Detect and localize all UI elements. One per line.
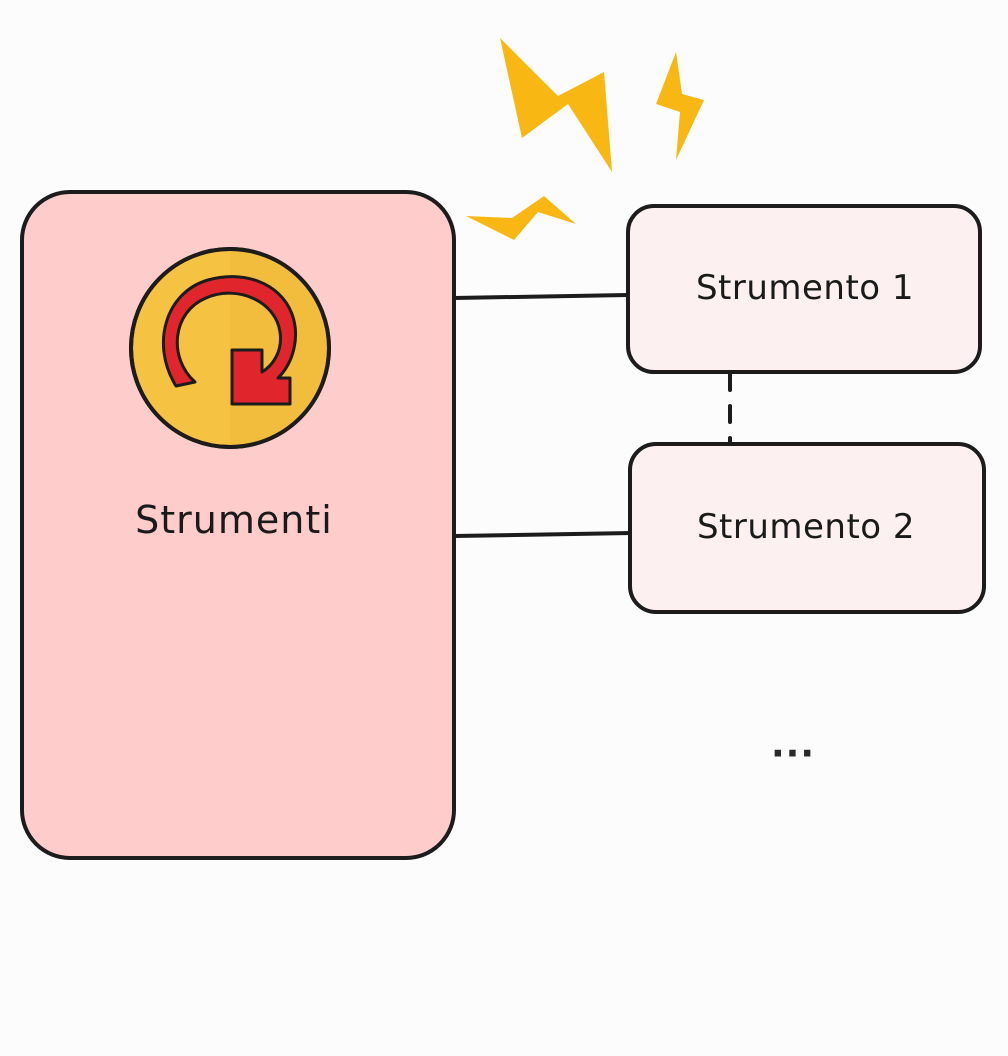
connector-line-2 — [452, 531, 634, 538]
tool-label-1: Strumento 1 — [695, 268, 915, 308]
connector-line-1 — [452, 293, 630, 300]
lightning-icon — [656, 52, 704, 160]
tool-box-2 — [628, 442, 986, 614]
lightning-icon — [466, 196, 576, 240]
tool-label-2: Strumento 2 — [696, 507, 916, 547]
tool-box-1 — [626, 204, 982, 374]
refresh-loop-icon — [129, 247, 331, 449]
more-indicator: ... — [770, 724, 816, 766]
lightning-icon — [500, 38, 612, 172]
main-box-label: Strumenti — [135, 498, 333, 542]
